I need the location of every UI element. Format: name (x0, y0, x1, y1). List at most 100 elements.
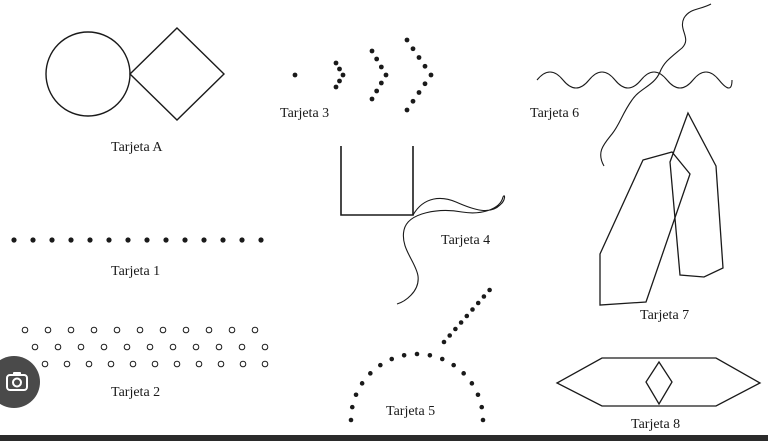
card-2-ring (129, 360, 137, 368)
label-card-3: Tarjeta 3 (280, 106, 330, 121)
card-5-dot (461, 371, 466, 376)
card-5-dot (480, 417, 486, 423)
card-2-ring (136, 326, 144, 334)
label-card-5: Tarjeta 5 (386, 404, 436, 419)
card-2-ring (261, 360, 269, 368)
card-3-dot (410, 46, 416, 52)
card-5-dot (458, 320, 464, 325)
card-3-dot (292, 72, 298, 78)
card-3-dot (383, 72, 389, 78)
card-5-dot (359, 381, 365, 386)
lens-search-button[interactable] (0, 356, 40, 408)
label-card-a: Tarjeta A (111, 140, 163, 155)
card-5-dot (481, 294, 487, 299)
card-3-dot (337, 66, 342, 72)
card-1-dot (125, 237, 131, 243)
card-2-ring (123, 343, 131, 351)
card-a-circle (45, 31, 131, 117)
card-3-dot (404, 37, 410, 43)
card-2-ring (85, 360, 93, 368)
card-1-dots (11, 237, 264, 243)
card-5-dot (401, 352, 407, 358)
card-3-dot (333, 84, 339, 90)
card-5-dots (348, 287, 492, 423)
card-2-ring (261, 343, 269, 351)
card-5-dot (349, 404, 355, 410)
card-4-curve (396, 195, 506, 305)
card-1-dot (30, 237, 36, 243)
card-1-dot (49, 237, 55, 243)
card-3-dots (292, 37, 434, 113)
card-3-dot (369, 48, 375, 54)
card-3-dot (404, 107, 410, 113)
card-2-ring (44, 326, 52, 334)
card-2-ring (100, 343, 108, 351)
card-6-figure (536, 3, 733, 167)
card-1-dot (201, 237, 207, 243)
card-3-dot (369, 96, 375, 102)
label-card-2: Tarjeta 2 (111, 385, 161, 400)
card-2-ring (31, 343, 39, 351)
card-3-dot (340, 72, 346, 78)
card-5-dot (464, 313, 470, 319)
card-2-ring (217, 360, 225, 368)
card-5-dot (353, 392, 359, 398)
card-1-dot (106, 237, 112, 243)
label-card-1: Tarjeta 1 (111, 264, 161, 279)
card-6-squiggle (600, 3, 712, 167)
card-2-ring (63, 360, 71, 368)
card-2-ring (67, 326, 75, 334)
card-2-ring (169, 343, 177, 351)
card-2-ring (90, 326, 98, 334)
card-3-dot (416, 55, 422, 60)
card-8-diamond (645, 360, 673, 406)
card-2-ring (182, 326, 190, 334)
card-7-hexagon-right (669, 111, 724, 278)
card-1-dot (87, 237, 93, 243)
card-5-dot (475, 392, 481, 398)
card-3-dot (416, 90, 422, 95)
label-card-8: Tarjeta 8 (631, 417, 681, 432)
card-3-dot (374, 56, 380, 62)
card-5-dot (479, 404, 485, 410)
card-5-dot (378, 362, 383, 368)
card-2-ring (159, 326, 167, 334)
card-3-dot (410, 98, 416, 104)
card-1-dot (68, 237, 74, 243)
card-5-dot (441, 339, 447, 345)
card-5-dot (451, 362, 456, 368)
card-3-dot (374, 88, 380, 94)
card-2-ring (251, 326, 259, 334)
card-2-ring (205, 326, 213, 334)
card-5-dot (368, 371, 373, 376)
card-2-ring (228, 326, 236, 334)
lens-search-icon (6, 372, 28, 391)
card-5-dot (414, 351, 420, 357)
card-8-hexagon (555, 357, 762, 407)
card-2-ring (77, 343, 85, 351)
card-8-figure (555, 357, 762, 407)
label-card-7: Tarjeta 7 (640, 308, 690, 323)
card-2-ring (146, 343, 154, 351)
card-3-dot (422, 63, 428, 69)
card-5-dot (475, 300, 481, 306)
card-1-dot (11, 237, 17, 243)
card-3-dot (378, 64, 384, 70)
card-2-ring (113, 326, 121, 334)
card-5-dot (469, 381, 475, 386)
card-6-wave (536, 71, 733, 89)
card-1-dot (182, 237, 188, 243)
card-1-dot (163, 237, 169, 243)
card-5-dot (487, 287, 492, 293)
card-4-u-shape (340, 146, 414, 216)
card-2-ring (41, 360, 49, 368)
card-a-figure (45, 27, 226, 121)
card-5-dot (453, 326, 458, 332)
bottom-bar (0, 435, 768, 441)
card-2-ring (215, 343, 223, 351)
card-4-figure (340, 146, 506, 305)
card-7-hexagon-left (599, 151, 691, 306)
card-2-ring (192, 343, 200, 351)
card-2-ring (173, 360, 181, 368)
